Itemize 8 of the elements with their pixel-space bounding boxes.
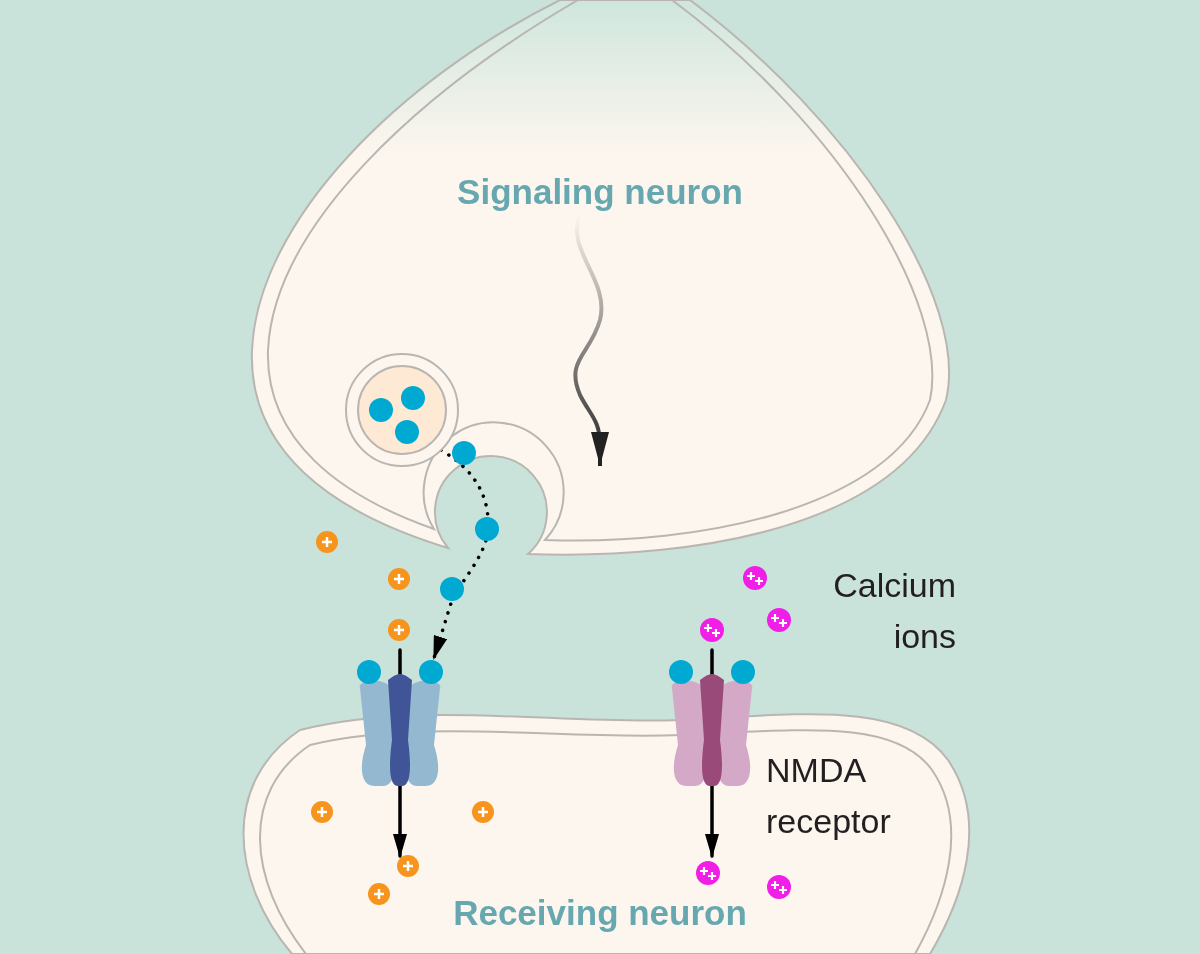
vesicle-drawing: [345, 353, 459, 467]
receptor-drawing: [669, 660, 755, 786]
receptor-drawing: [357, 660, 443, 786]
neuron-label: Receiving neuron: [453, 893, 747, 933]
annotation-text: Calcium ions: [832, 565, 956, 657]
annotation-text: NMDA receptor: [766, 750, 892, 842]
dotted-arrow: [432, 448, 490, 660]
neuron-label: Signaling neuron: [457, 172, 743, 212]
